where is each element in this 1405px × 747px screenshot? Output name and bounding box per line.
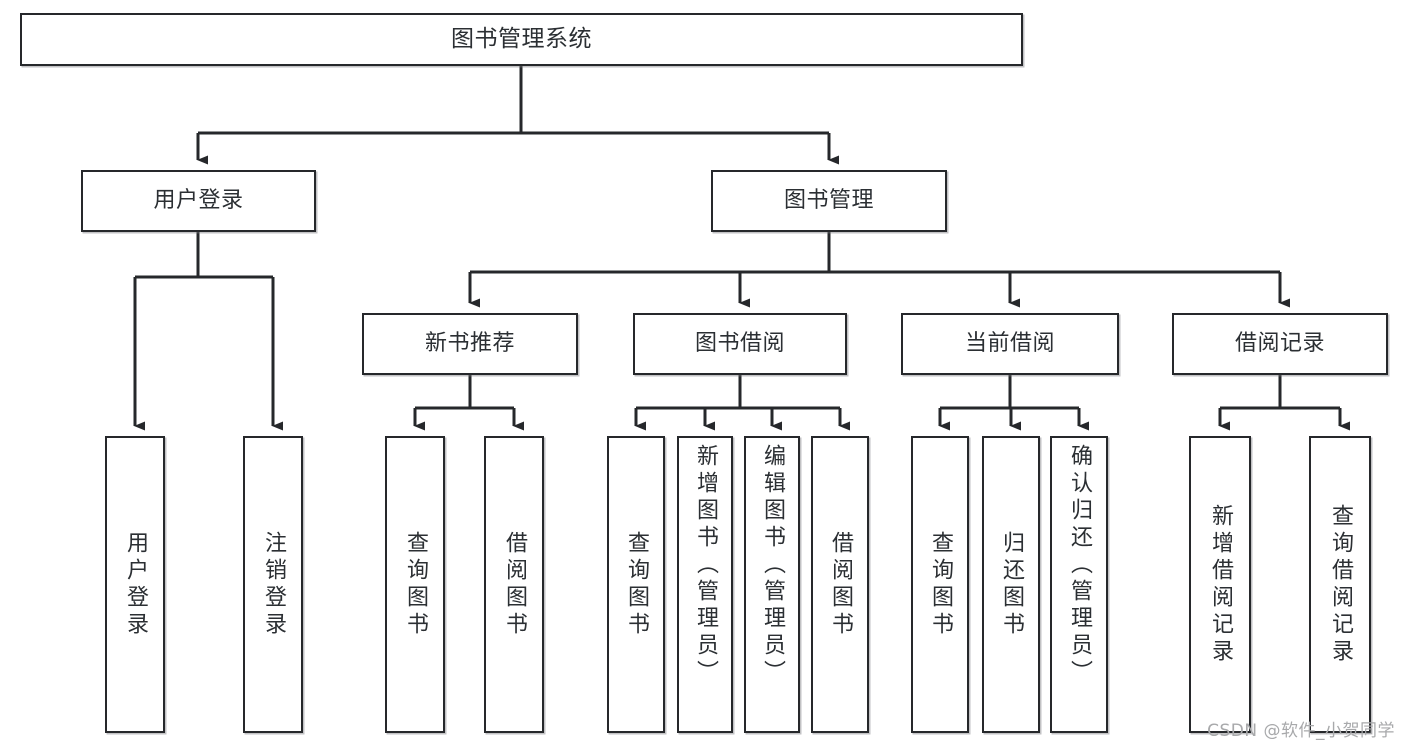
- node-book-manage-label: 图书管理: [783, 188, 874, 214]
- node-leaf-query-book-1-label: 查询图书: [403, 530, 428, 639]
- node-leaf-confirm-return[interactable]: 确认归还（管理员）: [1050, 436, 1108, 733]
- node-leaf-return-book-label: 归还图书: [999, 530, 1024, 639]
- node-leaf-add-record[interactable]: 新增借阅记录: [1189, 436, 1251, 733]
- node-leaf-borrow-book-1-label: 借阅图书: [502, 530, 527, 639]
- node-leaf-edit-book[interactable]: 编辑图书（管理员）: [744, 436, 800, 733]
- node-book-borrow-label: 图书借阅: [694, 331, 785, 357]
- node-leaf-add-book[interactable]: 新增图书（管理员）: [677, 436, 733, 733]
- node-current-borrow[interactable]: 当前借阅: [901, 313, 1119, 375]
- node-book-manage[interactable]: 图书管理: [711, 170, 947, 232]
- node-leaf-query-record[interactable]: 查询借阅记录: [1309, 436, 1371, 733]
- node-leaf-confirm-return-label: 确认归还（管理员）: [1067, 444, 1092, 687]
- node-new-book-rec[interactable]: 新书推荐: [362, 313, 578, 375]
- node-root[interactable]: 图书管理系统: [20, 13, 1023, 66]
- node-user-login[interactable]: 用户登录: [81, 170, 316, 232]
- node-leaf-logout[interactable]: 注销登录: [243, 436, 303, 733]
- csdn-watermark: CSDN @软件_小贺同学: [1207, 721, 1395, 741]
- node-leaf-add-record-label: 新增借阅记录: [1208, 503, 1233, 666]
- node-leaf-return-book[interactable]: 归还图书: [982, 436, 1040, 733]
- node-user-login-label: 用户登录: [153, 188, 244, 214]
- node-leaf-borrow-book-2[interactable]: 借阅图书: [811, 436, 869, 733]
- node-borrow-record-label: 借阅记录: [1234, 331, 1325, 357]
- node-leaf-query-record-label: 查询借阅记录: [1328, 503, 1353, 666]
- node-leaf-edit-book-label: 编辑图书（管理员）: [760, 444, 785, 687]
- node-current-borrow-label: 当前借阅: [964, 331, 1055, 357]
- node-borrow-record[interactable]: 借阅记录: [1172, 313, 1388, 375]
- node-leaf-borrow-book-2-label: 借阅图书: [828, 530, 853, 639]
- node-leaf-query-book-2[interactable]: 查询图书: [607, 436, 665, 733]
- node-book-borrow[interactable]: 图书借阅: [633, 313, 847, 375]
- node-new-book-rec-label: 新书推荐: [424, 331, 515, 357]
- node-leaf-query-book-1[interactable]: 查询图书: [385, 436, 445, 733]
- node-leaf-query-book-2-label: 查询图书: [624, 530, 649, 639]
- node-leaf-add-book-label: 新增图书（管理员）: [693, 444, 718, 687]
- node-leaf-query-book-3[interactable]: 查询图书: [911, 436, 969, 733]
- node-leaf-borrow-book-1[interactable]: 借阅图书: [484, 436, 544, 733]
- node-leaf-query-book-3-label: 查询图书: [928, 530, 953, 639]
- node-leaf-user-login[interactable]: 用户登录: [105, 436, 165, 733]
- node-root-label: 图书管理系统: [451, 26, 592, 53]
- node-leaf-logout-label: 注销登录: [261, 530, 286, 639]
- node-leaf-user-login-label: 用户登录: [123, 530, 148, 639]
